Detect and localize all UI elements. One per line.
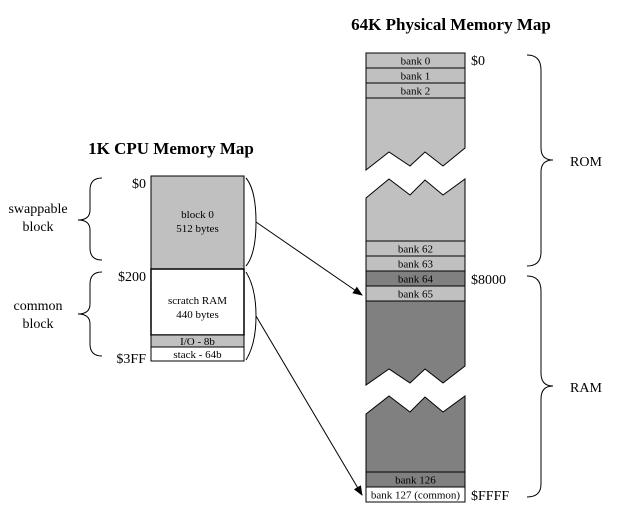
block0-line2: 512 bytes — [176, 223, 218, 235]
arrow-block0-to-bank65 — [255, 221, 363, 296]
phys-addr-ram-start: $8000 — [471, 273, 506, 288]
bank-127-label: bank 127 (common) — [371, 490, 461, 502]
block0-region — [150, 175, 245, 270]
io-label: I/O - 8b — [180, 336, 215, 348]
common-brace — [77, 271, 103, 357]
phys-addr-end: $FFFF — [471, 489, 509, 504]
swappable-brace — [77, 177, 103, 261]
cpu-addr-start: $0 — [132, 177, 146, 192]
bank-1-label: bank 1 — [401, 71, 431, 83]
cpu-addr-end: $3FF — [116, 352, 146, 367]
scratch-ram-region — [150, 268, 245, 336]
common-line2: block — [22, 317, 53, 332]
rom-brace — [526, 54, 554, 267]
block0-side-brace — [245, 177, 257, 267]
arrow-common-to-bank127 — [255, 315, 363, 496]
block0-line1: block 0 — [181, 209, 214, 221]
bank-126-label: bank 126 — [395, 475, 436, 487]
bank-64-label: bank 64 — [398, 274, 434, 286]
common-side-brace — [245, 271, 257, 361]
bank-65-label: bank 65 — [398, 289, 434, 301]
swappable-line2: block — [22, 220, 53, 235]
bank-62-label: bank 62 — [398, 244, 433, 256]
bank-2-cell — [365, 82, 466, 99]
cpu-map-title: 1K CPU Memory Map — [88, 139, 254, 158]
bank-2-label: bank 2 — [401, 86, 431, 98]
bank-65-cell — [365, 285, 466, 302]
bank-63-label: bank 63 — [398, 259, 434, 271]
common-line1: common — [14, 299, 63, 314]
stack-label: stack - 64b — [173, 349, 222, 361]
rom-label: ROM — [570, 155, 602, 170]
stack-region — [150, 346, 245, 362]
cpu-addr-mid: $200 — [118, 270, 146, 285]
bank-0-label: bank 0 — [401, 56, 431, 68]
scratch-line2: 440 bytes — [176, 309, 218, 321]
physical-map-title: 64K Physical Memory Map — [351, 15, 551, 34]
scratch-line1: scratch RAM — [168, 295, 227, 307]
phys-addr-start: $0 — [471, 54, 485, 69]
swappable-line1: swappable — [8, 202, 67, 217]
bank-127-cell — [365, 486, 466, 503]
ram-label: RAM — [570, 381, 602, 396]
ram-brace — [526, 275, 554, 498]
